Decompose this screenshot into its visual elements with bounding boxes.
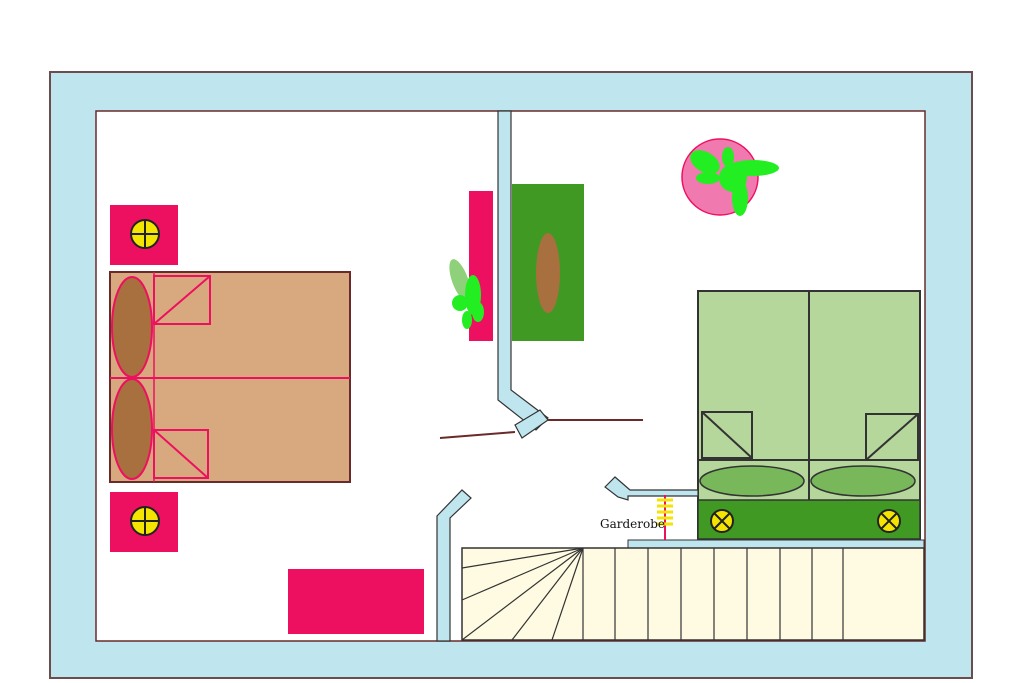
lamp-icon (130, 219, 160, 249)
plant-icon (449, 259, 484, 329)
lamp-icon (877, 509, 901, 533)
potted-plant-icon (681, 138, 779, 216)
staircase-icon (461, 547, 925, 641)
pillow (810, 465, 916, 497)
wardrobe-label: Garderobe (600, 517, 665, 531)
rug (512, 184, 584, 341)
hanger-icon (657, 495, 673, 540)
partition-wall-lower (436, 489, 472, 642)
lamp-icon (130, 506, 160, 536)
bench (288, 569, 424, 634)
pillow (111, 276, 153, 378)
pillow (111, 378, 153, 480)
partition-wall-upper (439, 110, 643, 439)
pillow (699, 465, 805, 497)
lamp-icon (710, 509, 734, 533)
twin-beds (697, 290, 921, 540)
double-bed (109, 271, 351, 483)
